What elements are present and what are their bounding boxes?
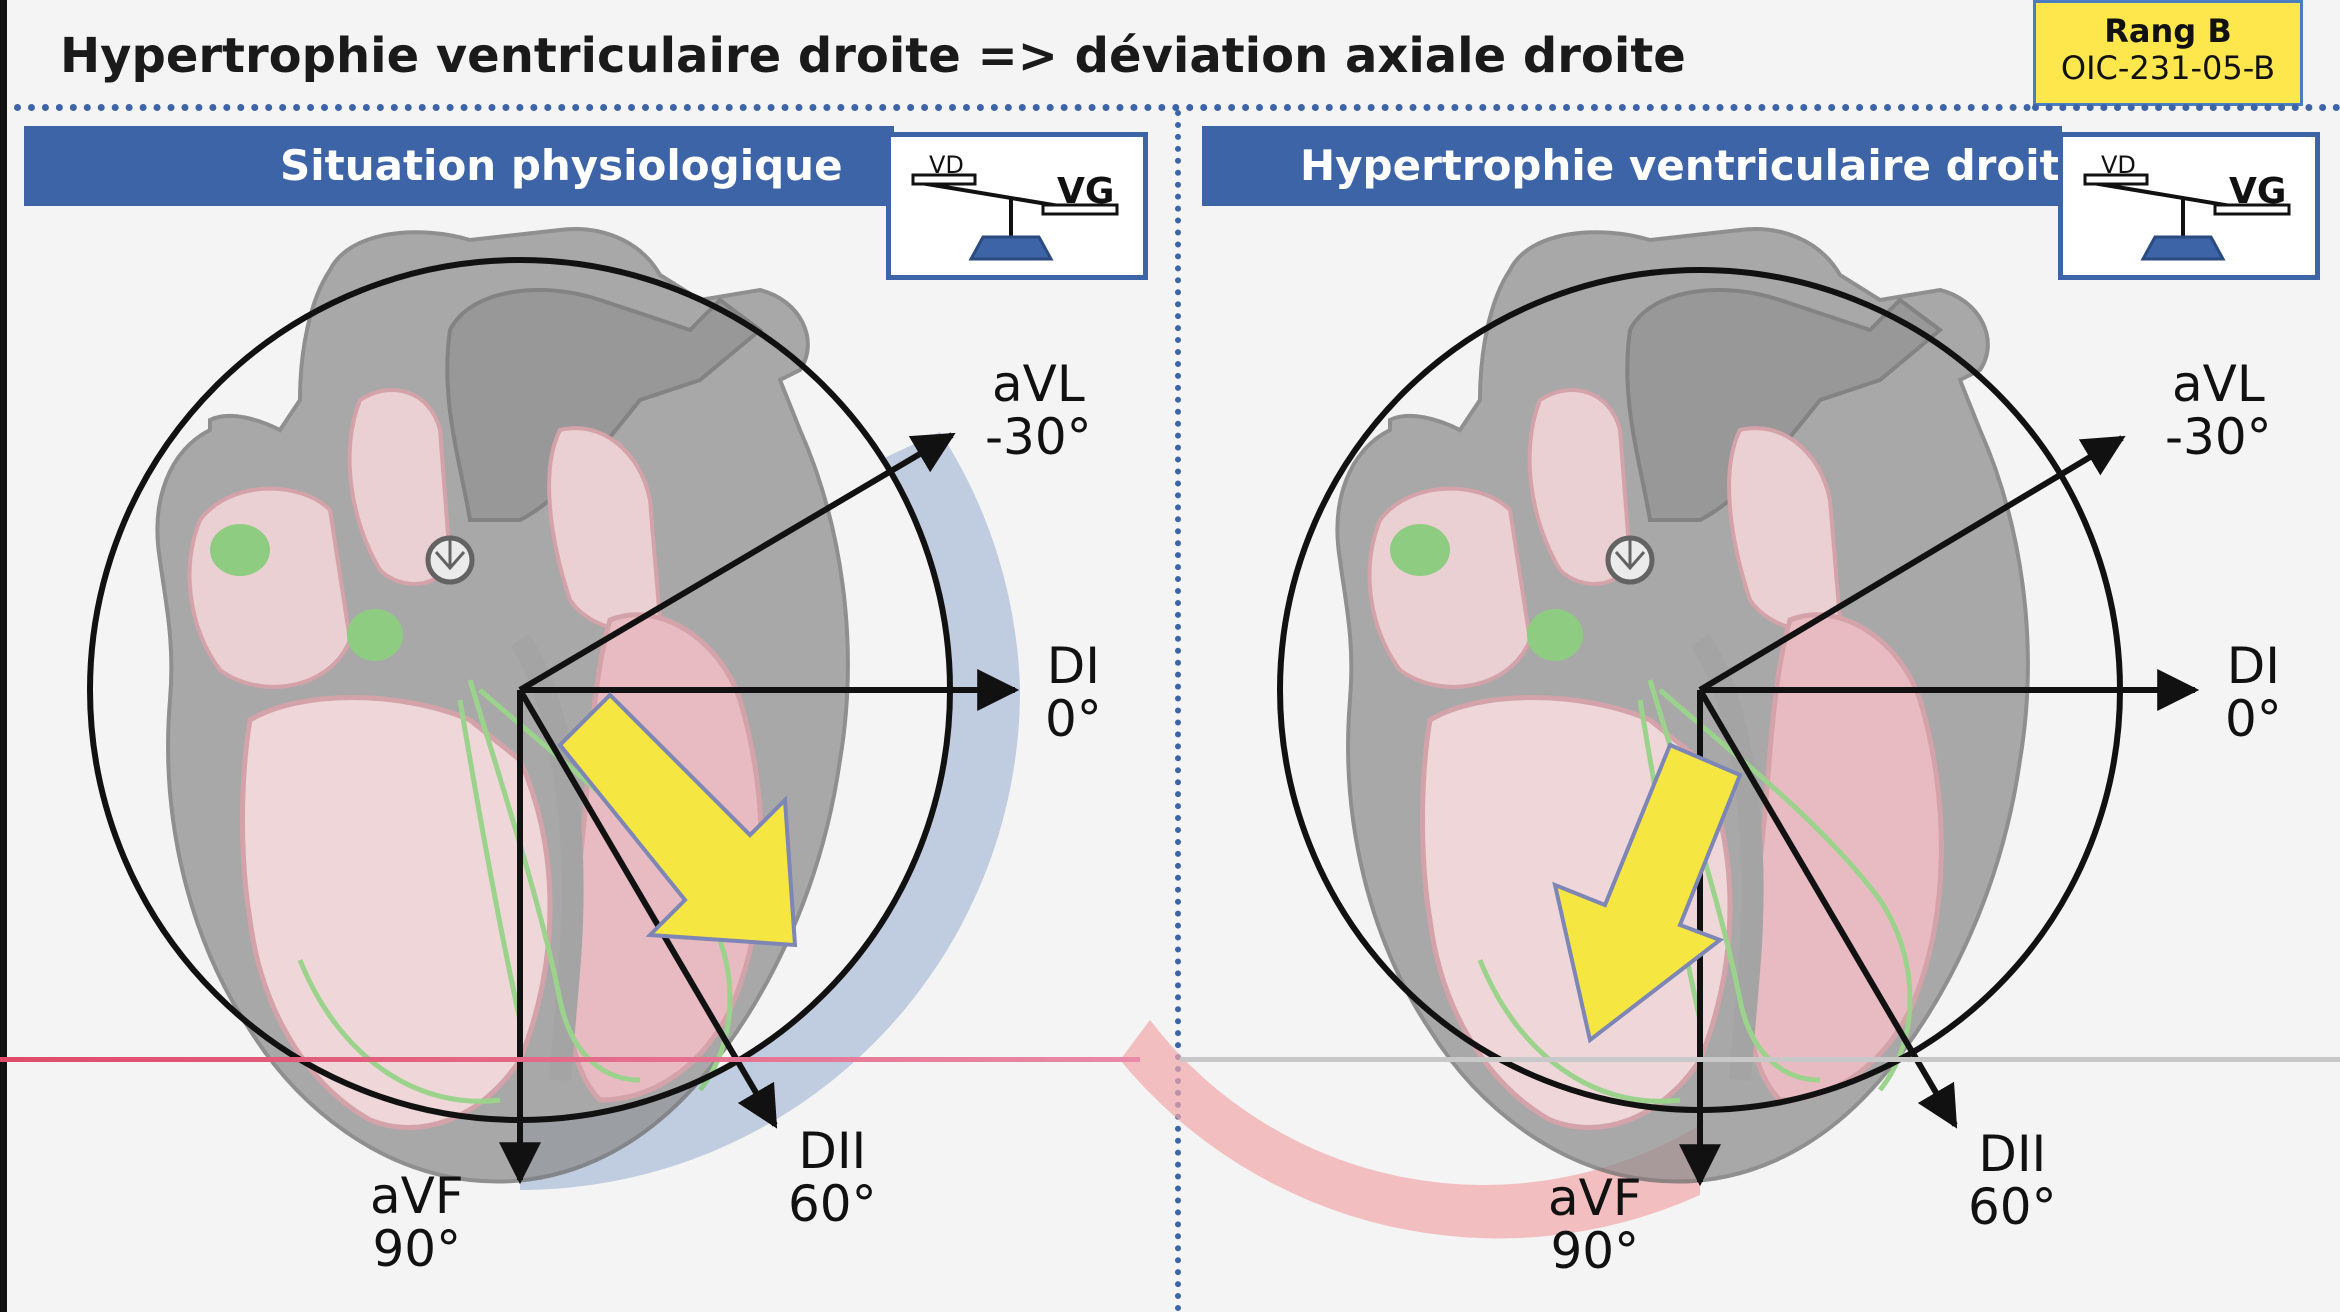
dii-vector-right xyxy=(1697,688,1958,1129)
balance-scale-icon xyxy=(911,173,1119,261)
separator-line-left xyxy=(0,1057,1140,1062)
panel-title-left: Situation physiologique xyxy=(24,126,894,206)
lead-label-avl-right: aVL-30° xyxy=(2165,355,2272,466)
main-axis-arrow-right xyxy=(1552,742,1743,1044)
balance-scale-icon xyxy=(2083,173,2291,261)
avl-vector-left xyxy=(518,432,956,693)
separator-line-right xyxy=(1180,1057,2340,1062)
scale-vd-label: VD xyxy=(929,151,964,179)
main-axis-arrow-left xyxy=(557,692,798,948)
normal-axis-sector xyxy=(520,432,1020,1190)
rank-badge: Rang B OIC-231-05-B xyxy=(2033,0,2303,106)
rv-axis-sector xyxy=(1120,1020,1700,1239)
balance-scale-right: VD VG xyxy=(2058,132,2320,280)
panel-title-right: Hypertrophie ventriculaire droite xyxy=(1202,126,2088,206)
scale-vg-label: VG xyxy=(2229,171,2287,212)
header-divider-right xyxy=(2032,104,2340,111)
panel-divider xyxy=(1175,110,1181,1312)
lead-label-avl-left: aVL-30° xyxy=(985,355,1092,466)
scale-vd-label: VD xyxy=(2101,151,2136,179)
dii-vector-left xyxy=(517,688,778,1129)
panel-right-drawing xyxy=(1120,229,2200,1239)
panel-left-drawing xyxy=(87,229,1020,1190)
balance-scale-left: VD VG xyxy=(886,132,1148,280)
avl-vector-right xyxy=(1698,435,2126,693)
scale-vg-label: VG xyxy=(1057,171,1115,212)
rank-code: OIC-231-05-B xyxy=(2060,48,2276,87)
rank-label: Rang B xyxy=(2104,12,2232,50)
left-edge-bar xyxy=(0,0,7,1312)
header-divider xyxy=(14,104,2032,111)
page-title: Hypertrophie ventriculaire droite => dév… xyxy=(60,28,1686,84)
